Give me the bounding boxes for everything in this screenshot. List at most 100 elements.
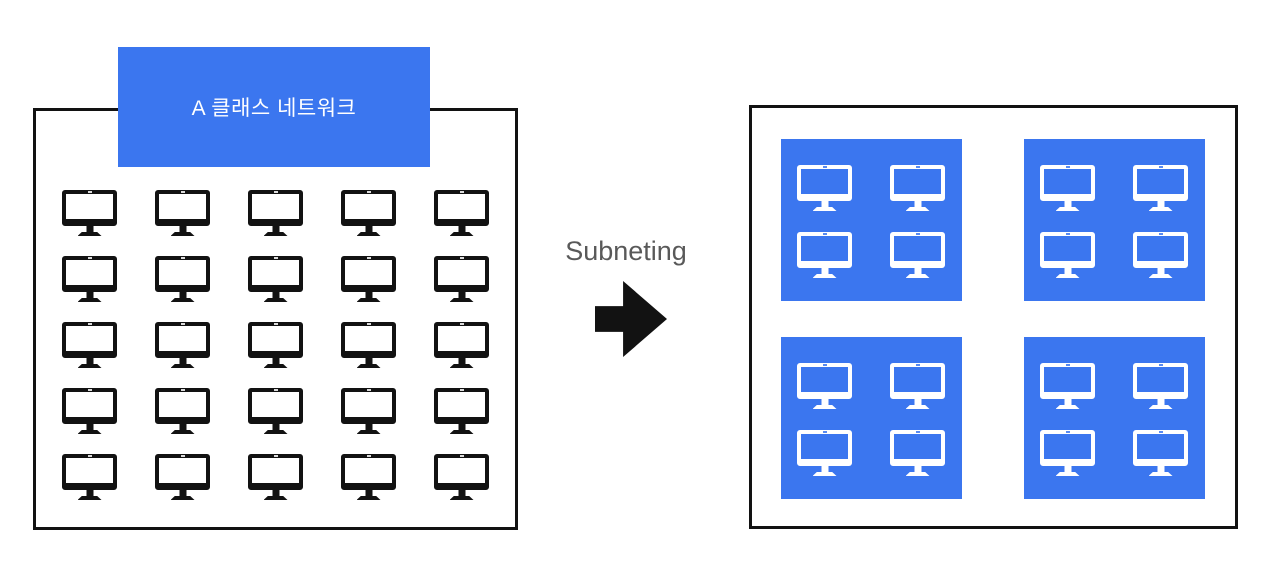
camera-dot-icon	[822, 233, 827, 235]
monitor-stand-base	[170, 430, 195, 434]
monitor-screen	[155, 454, 210, 490]
monitor-stand-neck	[821, 399, 828, 405]
camera-dot-icon	[1065, 233, 1070, 235]
monitor-screen	[1040, 363, 1095, 399]
monitor-stand-base	[449, 364, 474, 368]
class-a-network-banner: A 클래스 네트워크	[118, 47, 430, 167]
camera-dot-icon	[366, 191, 371, 193]
monitor-screen	[1040, 430, 1095, 466]
camera-dot-icon	[273, 389, 278, 391]
monitor-screen	[248, 454, 303, 490]
computer-icon	[248, 388, 303, 434]
monitor-stand-neck	[179, 358, 186, 364]
camera-dot-icon	[180, 323, 185, 325]
monitor-screen	[62, 190, 117, 226]
monitor-stand-base	[812, 405, 837, 409]
monitor-stand-base	[812, 472, 837, 476]
monitor-stand-neck	[86, 490, 93, 496]
monitor-screen	[341, 322, 396, 358]
monitor-stand-base	[356, 298, 381, 302]
computer-icon	[248, 256, 303, 302]
monitor-stand-base	[77, 364, 102, 368]
computer-icon	[890, 363, 945, 409]
monitor-stand-base	[356, 430, 381, 434]
monitor-stand-neck	[365, 490, 372, 496]
monitor-screen	[890, 430, 945, 466]
monitor-stand-base	[1148, 207, 1173, 211]
subnet-panel	[1024, 337, 1205, 499]
monitor-stand-neck	[1157, 268, 1164, 274]
computer-icon	[1040, 430, 1095, 476]
monitor-stand-neck	[179, 226, 186, 232]
monitor-screen	[155, 256, 210, 292]
monitor-stand-base	[77, 232, 102, 236]
computer-icon	[155, 454, 210, 500]
computer-icon	[1133, 430, 1188, 476]
monitor-stand-base	[356, 364, 381, 368]
computer-icon	[62, 190, 117, 236]
camera-dot-icon	[273, 191, 278, 193]
computer-icon	[434, 454, 489, 500]
monitor-stand-neck	[365, 292, 372, 298]
monitor-stand-base	[1055, 472, 1080, 476]
monitor-stand-base	[812, 274, 837, 278]
monitor-screen	[1133, 363, 1188, 399]
monitor-stand-neck	[821, 268, 828, 274]
monitor-stand-neck	[272, 490, 279, 496]
camera-dot-icon	[822, 364, 827, 366]
monitor-stand-base	[170, 364, 195, 368]
monitor-stand-base	[905, 472, 930, 476]
monitor-stand-base	[263, 364, 288, 368]
monitor-stand-neck	[272, 292, 279, 298]
monitor-screen	[797, 430, 852, 466]
camera-dot-icon	[180, 389, 185, 391]
monitor-screen	[434, 256, 489, 292]
camera-dot-icon	[366, 455, 371, 457]
computer-icon	[341, 388, 396, 434]
monitor-stand-neck	[458, 358, 465, 364]
monitor-screen	[341, 190, 396, 226]
computer-icon	[62, 322, 117, 368]
camera-dot-icon	[1065, 431, 1070, 433]
monitor-screen	[341, 454, 396, 490]
monitor-stand-neck	[914, 268, 921, 274]
monitor-screen	[797, 363, 852, 399]
monitor-screen	[1133, 165, 1188, 201]
monitor-stand-neck	[1064, 466, 1071, 472]
monitor-screen	[248, 256, 303, 292]
camera-dot-icon	[87, 455, 92, 457]
camera-dot-icon	[87, 323, 92, 325]
monitor-screen	[890, 232, 945, 268]
monitor-stand-base	[263, 496, 288, 500]
monitor-screen	[341, 388, 396, 424]
camera-dot-icon	[915, 166, 920, 168]
camera-dot-icon	[459, 323, 464, 325]
computer-icon	[341, 454, 396, 500]
monitor-stand-base	[1055, 405, 1080, 409]
camera-dot-icon	[273, 455, 278, 457]
monitor-screen	[62, 388, 117, 424]
monitor-stand-neck	[86, 292, 93, 298]
computer-icon	[1040, 363, 1095, 409]
monitor-screen	[1040, 165, 1095, 201]
computer-icon	[434, 322, 489, 368]
camera-dot-icon	[915, 431, 920, 433]
monitor-screen	[62, 322, 117, 358]
monitor-stand-neck	[86, 226, 93, 232]
computer-icon	[434, 388, 489, 434]
monitor-screen	[797, 232, 852, 268]
computer-icon	[1133, 232, 1188, 278]
computer-icon	[248, 190, 303, 236]
monitor-stand-neck	[821, 466, 828, 472]
computer-icon	[890, 430, 945, 476]
camera-dot-icon	[366, 323, 371, 325]
computer-icon	[1040, 232, 1095, 278]
monitor-stand-neck	[179, 292, 186, 298]
subnet-panel	[781, 337, 962, 499]
camera-dot-icon	[273, 257, 278, 259]
monitor-stand-neck	[272, 226, 279, 232]
computer-icon	[1133, 363, 1188, 409]
computer-icon	[248, 322, 303, 368]
monitor-stand-neck	[1064, 399, 1071, 405]
